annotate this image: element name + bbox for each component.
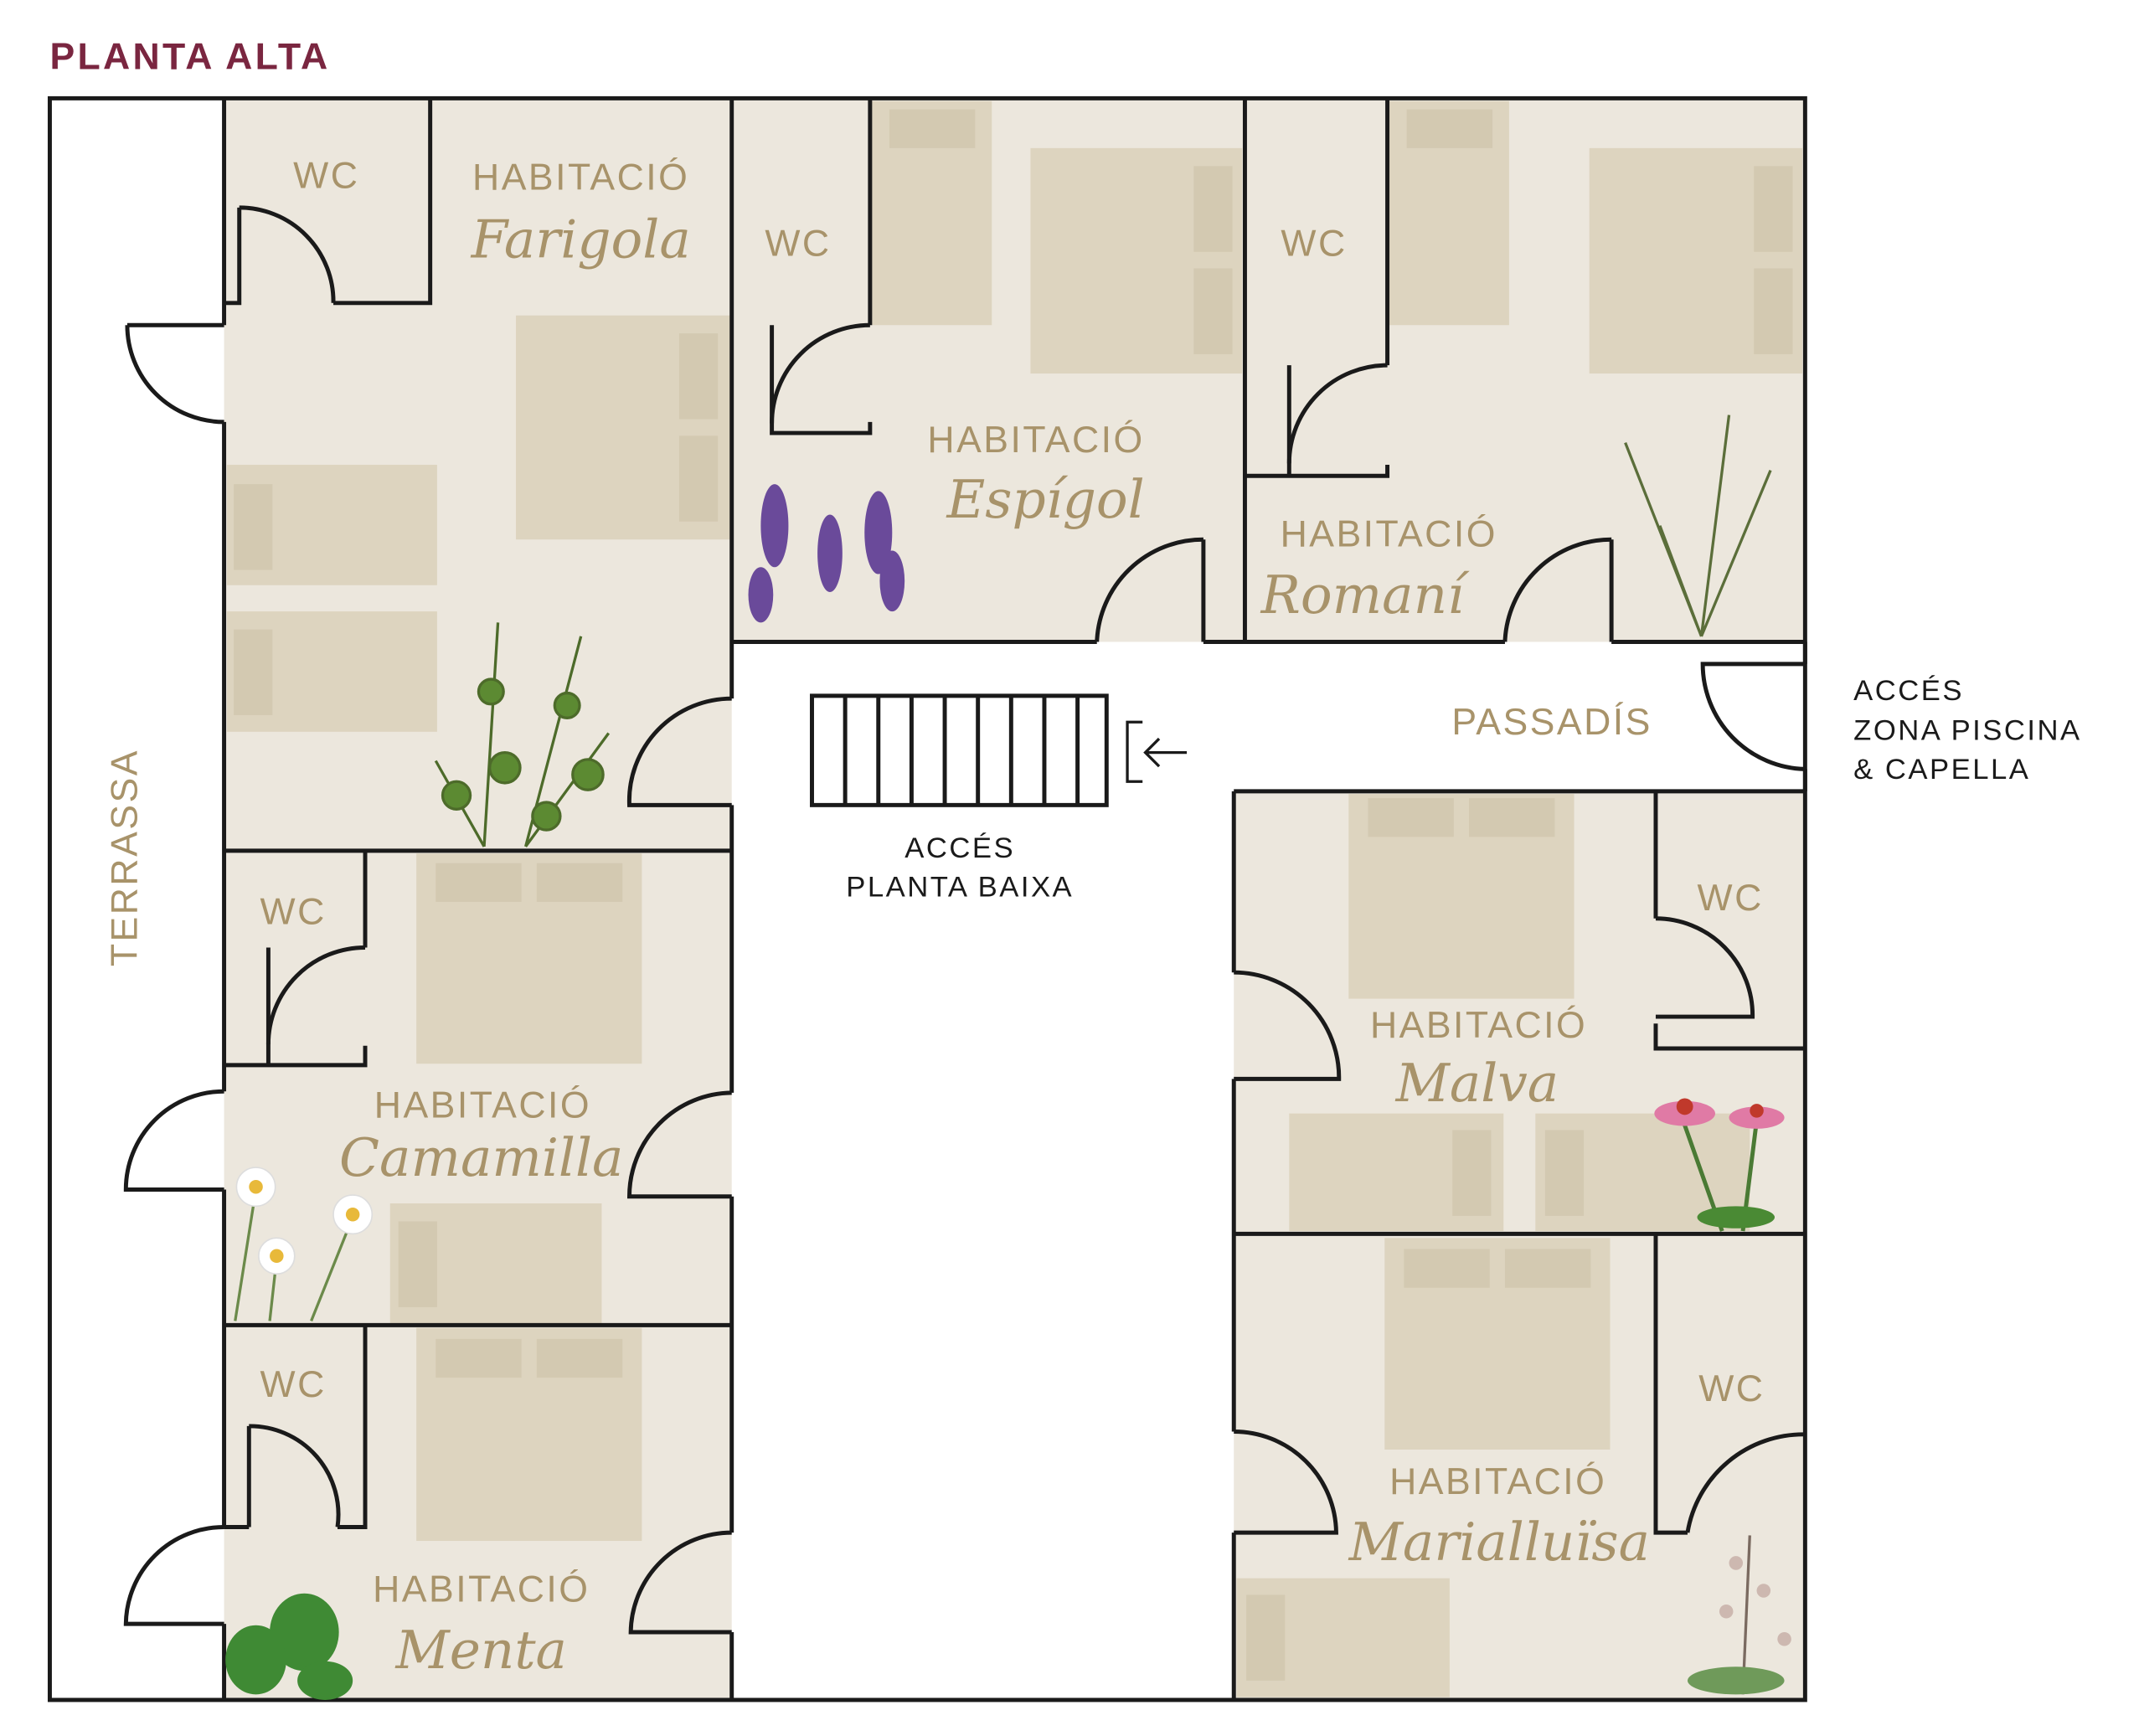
lemon-verbena-plant-icon — [1687, 1535, 1791, 1695]
exit-label-2: ZONA PISCINA — [1853, 715, 2081, 747]
room-prefix-malva: HABITACIÓ — [1370, 1005, 1587, 1046]
room-name-camamilla: Camamilla — [339, 1127, 623, 1188]
furniture — [226, 100, 1803, 1697]
mint-plant-icon — [225, 1593, 353, 1700]
wc-label: WC — [260, 1364, 327, 1405]
chamomile-plant-icon — [234, 1167, 374, 1322]
room-prefix-romani: HABITACIÓ — [1281, 514, 1497, 555]
room-prefix-menta: HABITACIÓ — [373, 1569, 590, 1610]
wc-label: WC — [293, 156, 359, 197]
room-prefix-espigol: HABITACIÓ — [927, 420, 1144, 461]
exit-label-3: & CAPELLA — [1853, 754, 2030, 786]
terrace-label: TERRASSA — [105, 749, 146, 966]
room-name-espigol: Espígol — [946, 469, 1144, 530]
lavender-plant-icon — [748, 484, 905, 623]
walls — [47, 95, 1807, 1703]
room-name-menta: Menta — [395, 1620, 567, 1681]
corridor-label: PASSADÍS — [1451, 702, 1652, 743]
staircase — [810, 693, 1143, 807]
rosemary-plant-icon — [1624, 415, 1772, 637]
room-name-malva: Malva — [1395, 1053, 1559, 1114]
wc-label: WC — [1698, 1368, 1765, 1409]
door-arcs — [123, 205, 1806, 1635]
page-title: PLANTA ALTA — [49, 37, 330, 78]
stairs-label-1: ACCÉS — [904, 832, 1015, 864]
wc-label: WC — [260, 891, 327, 932]
wc-label: WC — [1698, 878, 1764, 919]
room-prefix-farigola: HABITACIÓ — [472, 157, 689, 198]
exit-label-1: ACCÉS — [1853, 674, 1964, 707]
room-name-marialluisa: Marialluïsa — [1348, 1512, 1650, 1573]
thyme-plant-icon — [434, 622, 611, 847]
room-prefix-camamilla: HABITACIÓ — [374, 1085, 591, 1126]
mallow-plant-icon — [1654, 1098, 1785, 1232]
room-name-romani: Romaní — [1260, 564, 1470, 626]
room-prefix-marialluisa: HABITACIÓ — [1389, 1461, 1606, 1502]
stairs-label-2: PLANTA BAIXA — [846, 871, 1074, 903]
arrow-left-icon — [1143, 737, 1188, 768]
room-name-farigola: Farigola — [471, 209, 691, 270]
wc-label: WC — [1281, 224, 1347, 265]
wc-label: WC — [765, 224, 831, 265]
